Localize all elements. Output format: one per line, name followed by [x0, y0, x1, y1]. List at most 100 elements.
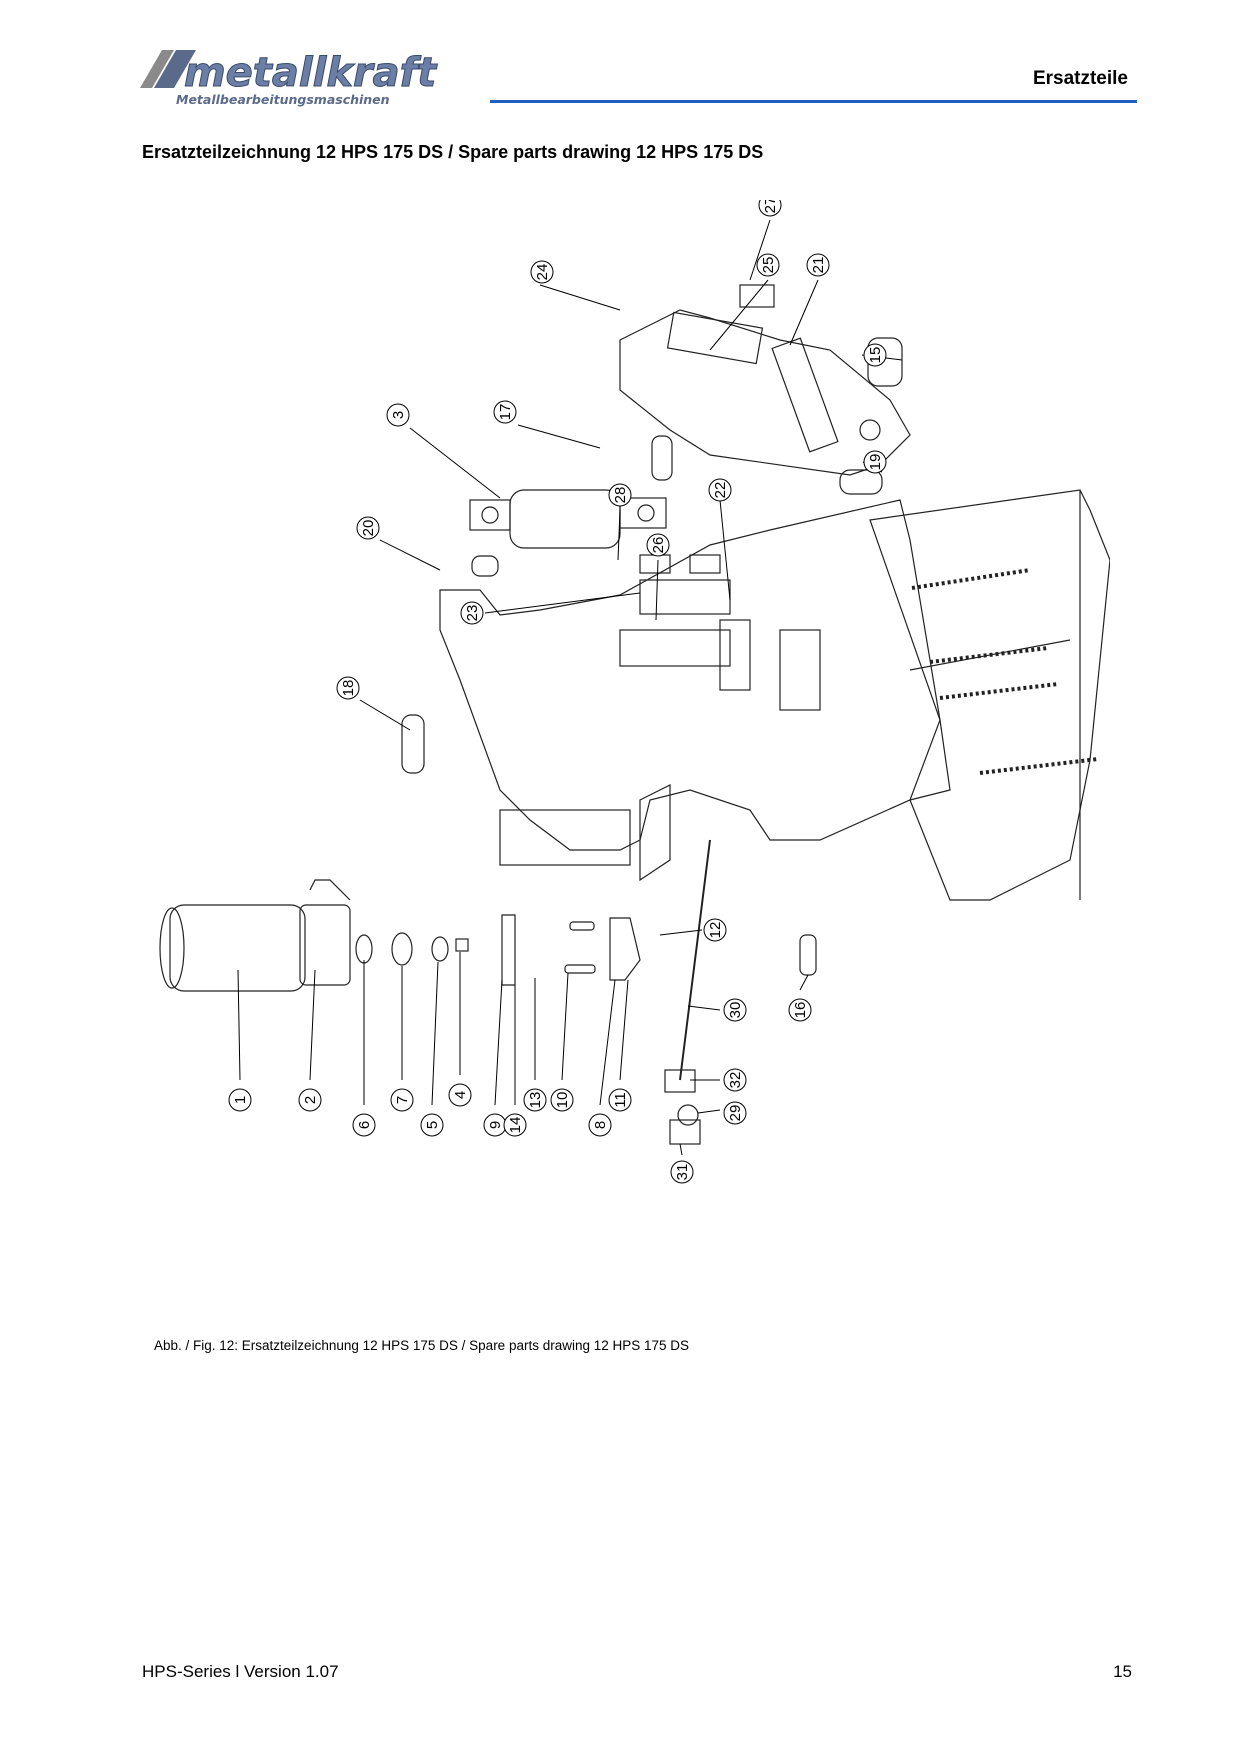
callout-26: 26	[646, 533, 670, 557]
lever-block	[666, 311, 764, 365]
callout-label: 24	[534, 264, 551, 281]
linkage-rod	[679, 839, 711, 1081]
callout-label: 21	[810, 257, 827, 274]
callout-24: 24	[530, 260, 554, 284]
callout-3: 3	[386, 403, 410, 427]
callout-label: 5	[424, 1121, 441, 1129]
callout-16: 16	[788, 998, 812, 1022]
pin-18	[401, 714, 425, 774]
callout-5: 5	[420, 1113, 444, 1137]
callout-21: 21	[806, 253, 830, 277]
callout-4: 4	[448, 1083, 472, 1107]
base-plate	[439, 499, 951, 851]
lever-plate	[619, 309, 911, 476]
callout-31: 31	[670, 1160, 694, 1184]
callout-28: 28	[608, 483, 632, 507]
callout-label: 26	[650, 537, 667, 554]
part-8	[609, 917, 641, 981]
tool-block-23	[639, 579, 731, 615]
callout-label: 7	[394, 1096, 411, 1104]
footer-version: HPS-Series l Version 1.07	[142, 1662, 339, 1681]
callout-label: 3	[390, 411, 407, 419]
callout-2: 2	[298, 1088, 322, 1112]
part-9	[501, 914, 516, 986]
lever-cap	[739, 284, 775, 308]
callout-17: 17	[493, 400, 517, 424]
callout-label: 1	[232, 1096, 249, 1104]
hydraulic-cylinder	[509, 489, 621, 549]
callout-11: 11	[608, 1088, 632, 1112]
callout-29: 29	[723, 1101, 747, 1125]
callout-label: 27	[762, 200, 779, 213]
callout-12: 12	[703, 918, 727, 942]
lever-strip-21	[771, 337, 839, 453]
side-housing	[869, 489, 1110, 901]
callout-14: 14	[503, 1113, 527, 1137]
brand-subtitle: Metallbearbeitungsmaschinen	[176, 92, 390, 107]
callout-label: 19	[867, 454, 884, 471]
callout-label: 6	[356, 1121, 373, 1129]
part-5	[431, 936, 449, 962]
gear-housing	[299, 904, 351, 986]
callout-15: 15	[863, 343, 887, 367]
part-6	[355, 934, 373, 964]
bushing-19	[839, 469, 883, 495]
callout-label: 18	[340, 680, 357, 697]
callout-20: 20	[356, 516, 380, 540]
callout-32: 32	[723, 1068, 747, 1092]
callout-label: 11	[612, 1092, 629, 1108]
callout-label: 10	[554, 1092, 571, 1109]
callout-label: 8	[592, 1121, 609, 1129]
callout-13: 13	[523, 1088, 547, 1112]
callout-label: 29	[727, 1105, 744, 1122]
callout-label: 16	[792, 1002, 809, 1019]
callout-label: 2	[302, 1096, 319, 1104]
callout-label: 13	[527, 1092, 544, 1109]
callout-27: 27	[758, 200, 782, 217]
callout-label: 23	[464, 605, 481, 622]
page-number: 15	[1113, 1662, 1132, 1681]
callout-7: 7	[390, 1088, 414, 1112]
motor-housing	[169, 904, 306, 992]
pin-17	[651, 435, 673, 481]
callout-label: 28	[612, 487, 629, 504]
callout-label: 32	[727, 1072, 744, 1089]
brand-wordmark: metallkraft	[184, 50, 438, 96]
callout-label: 4	[452, 1091, 469, 1099]
callout-label: 20	[360, 520, 377, 537]
callout-19: 19	[863, 450, 887, 474]
callout-8: 8	[588, 1113, 612, 1137]
part-7	[391, 932, 413, 966]
part-4	[455, 938, 469, 952]
bushing-20	[471, 555, 499, 577]
callout-18: 18	[336, 676, 360, 700]
callout-label: 9	[487, 1121, 504, 1129]
callout-22: 22	[708, 478, 732, 502]
callout-label: 14	[507, 1117, 524, 1134]
callout-23: 23	[460, 601, 484, 625]
callout-1: 1	[228, 1088, 252, 1112]
callout-30: 30	[723, 998, 747, 1022]
callout-6: 6	[352, 1113, 376, 1137]
bracket-31	[669, 1119, 701, 1145]
callout-label: 12	[707, 922, 724, 939]
callout-25: 25	[756, 253, 780, 277]
header-rule	[490, 100, 1137, 103]
bushing-29	[677, 1104, 699, 1126]
callout-label: 31	[674, 1164, 691, 1181]
figure-caption: Abb. / Fig. 12: Ersatzteilzeichnung 12 H…	[154, 1338, 690, 1353]
pin-16	[799, 934, 817, 976]
bracket-32	[664, 1069, 696, 1093]
page-heading: Ersatzteilzeichnung 12 HPS 175 DS / Spar…	[142, 142, 764, 162]
callout-label: 22	[712, 482, 729, 499]
section-title: Ersatzteile	[1032, 68, 1128, 89]
callout-label: 15	[867, 347, 884, 364]
callout-label: 25	[760, 257, 777, 274]
lower-frame	[499, 809, 631, 866]
callout-10: 10	[550, 1088, 574, 1112]
metallkraft-logo: metallkraft Metallbearbeitungsmaschinen	[140, 50, 439, 107]
callout-9: 9	[483, 1113, 507, 1137]
callout-label: 30	[727, 1002, 744, 1019]
